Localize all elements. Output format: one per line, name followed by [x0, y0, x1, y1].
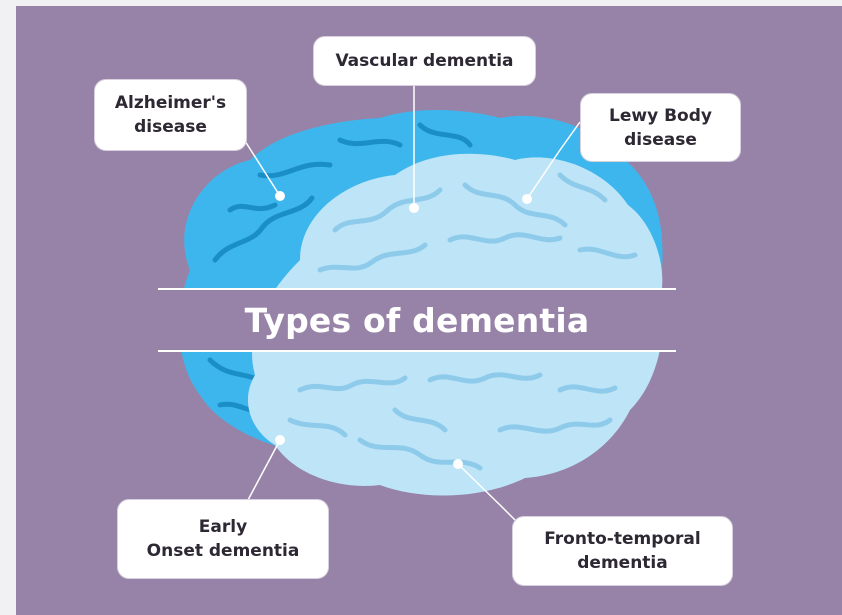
callout-early-onset: Early Onset dementia [117, 499, 329, 579]
callout-alzheimers: Alzheimer's disease [94, 79, 247, 151]
connector-early-onset [248, 440, 280, 500]
callout-vascular-line1: Vascular dementia [335, 49, 513, 73]
title-band: Types of dementia [158, 288, 676, 352]
dot-lewy-body [522, 194, 532, 204]
dot-vascular [409, 203, 419, 213]
callout-lewy-body-line1: Lewy Body [609, 104, 712, 128]
callout-frontotemporal-line2: dementia [544, 551, 700, 575]
callout-early-onset-line2: Onset dementia [147, 539, 300, 563]
callout-alzheimers-line1: Alzheimer's [115, 91, 226, 115]
callout-frontotemporal-line1: Fronto-temporal [544, 527, 700, 551]
dot-frontotemporal [453, 459, 463, 469]
callout-lewy-body: Lewy Body disease [580, 93, 741, 162]
dot-early-onset [275, 435, 285, 445]
dot-alzheimers [275, 191, 285, 201]
callout-frontotemporal: Fronto-temporal dementia [512, 516, 733, 586]
diagram-title: Types of dementia [245, 301, 590, 340]
callout-lewy-body-line2: disease [609, 128, 712, 152]
callout-alzheimers-line2: disease [115, 115, 226, 139]
callout-vascular: Vascular dementia [313, 36, 536, 86]
callout-early-onset-line1: Early [147, 515, 300, 539]
